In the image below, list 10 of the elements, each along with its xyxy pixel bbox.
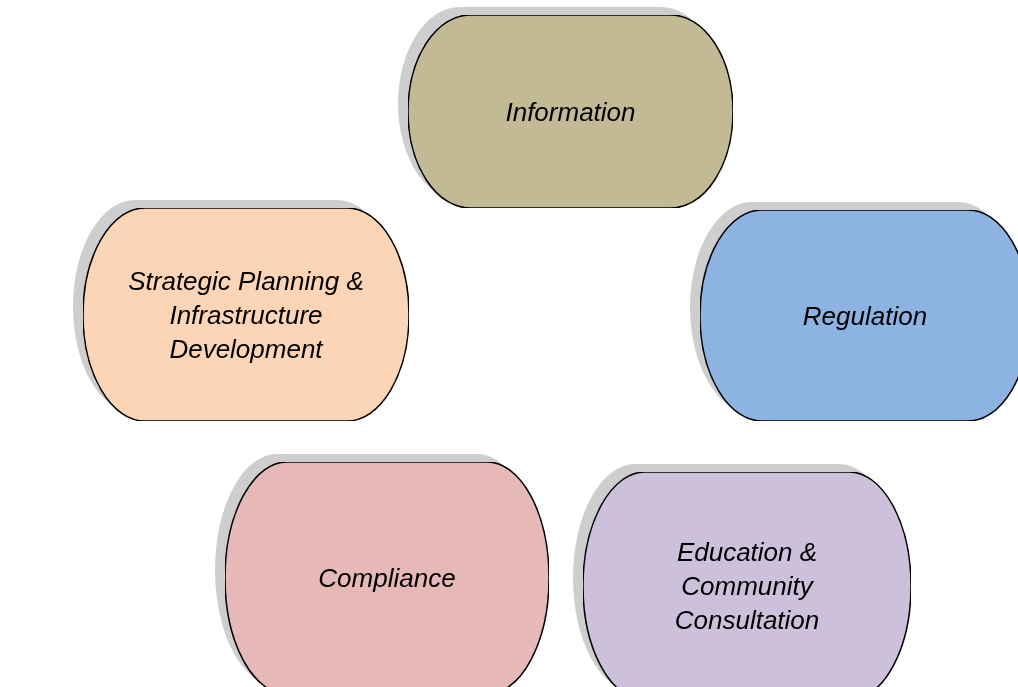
rounded-shape — [700, 210, 1018, 421]
rounded-shape — [408, 15, 733, 208]
shape-label: Education & Community Consultation — [673, 536, 821, 637]
shape-label: Strategic Planning & Infrastructure Development — [127, 264, 365, 366]
shape-label: Compliance — [318, 562, 456, 595]
rounded-shape — [83, 208, 409, 421]
rounded-shape — [583, 472, 911, 687]
shape-label: Information — [505, 95, 636, 129]
rounded-shape — [225, 462, 549, 687]
shape-label: Regulation — [802, 299, 928, 333]
